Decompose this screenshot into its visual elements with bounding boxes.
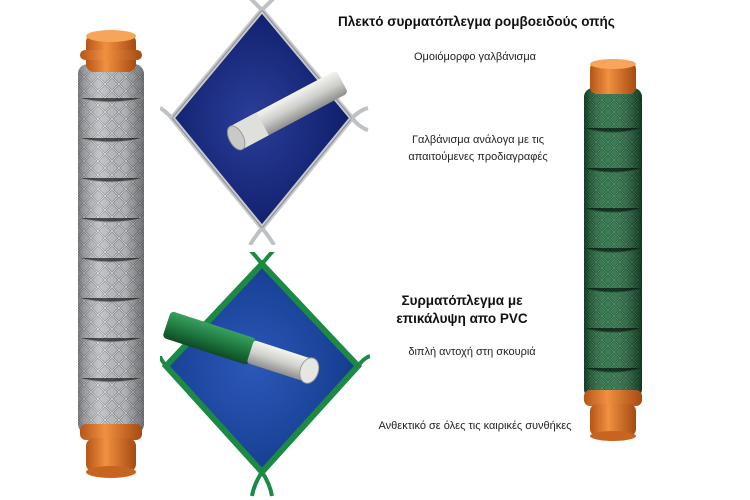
pvc-feature-weather: Ανθεκτικό σε όλες τις καιρικές συνθήκες xyxy=(378,420,572,432)
galvanized-feature-specs-line2: απαιτούμενες προδιαγραφές xyxy=(408,151,548,163)
pvc-wire-detail-image xyxy=(160,252,370,500)
pvc-feature-rust: διπλή αντοχή στη σκουριά xyxy=(408,346,536,358)
pvc-roll-image xyxy=(578,58,648,448)
galvanized-feature-uniform: Ομοιόμορφο γαλβάνισμα xyxy=(413,51,537,63)
galvanized-roll-image xyxy=(70,28,152,490)
pvc-title-line2: επικάλυψη απο PVC xyxy=(396,311,528,326)
galvanized-wire-detail-image xyxy=(160,0,370,245)
galvanized-title: Πλεκτό συρματόπλεγμα ρομβοειδούς οπής xyxy=(338,14,615,29)
pvc-title-line1: Συρματόπλεγμα με xyxy=(401,293,523,308)
galvanized-feature-specs-line1: Γαλβάνισμα ανάλογα με τις xyxy=(411,134,545,146)
